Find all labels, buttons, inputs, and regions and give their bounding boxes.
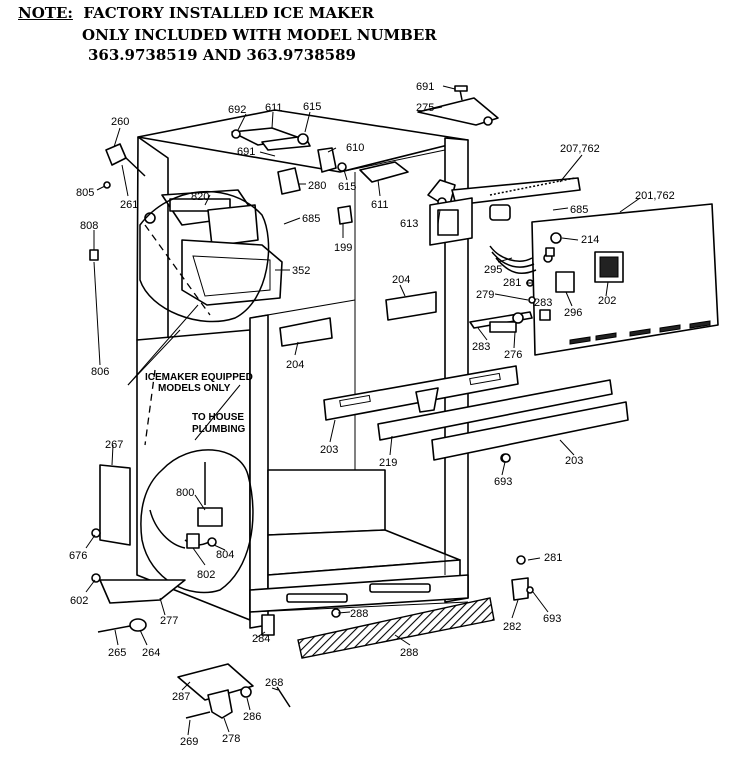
part-label-278: 278 bbox=[222, 733, 240, 745]
plumbing-note-line-2: PLUMBING bbox=[192, 424, 246, 435]
part-label-800: 800 bbox=[176, 487, 194, 499]
left-side-parts bbox=[89, 143, 186, 633]
rails bbox=[323, 365, 629, 463]
part-label-199: 199 bbox=[334, 242, 352, 254]
part-labels: 691 275 692 611 615 691 610 280 615 611 … bbox=[69, 81, 675, 748]
part-label-275: 275 bbox=[416, 102, 434, 114]
part-label-693: 693 bbox=[494, 476, 512, 488]
part-label-693: 693 bbox=[543, 613, 561, 625]
part-label-820: 820 bbox=[191, 191, 209, 203]
part-label-804: 804 bbox=[216, 549, 234, 561]
part-label-352: 352 bbox=[292, 265, 310, 277]
part-label-611: 611 bbox=[371, 199, 389, 211]
part-label-267: 267 bbox=[105, 439, 123, 451]
note-prefix: NOTE: bbox=[18, 4, 73, 22]
part-label-691: 691 bbox=[237, 146, 255, 158]
part-label-207-762: 207,762 bbox=[560, 143, 600, 155]
part-label-283: 283 bbox=[534, 297, 552, 309]
part-label-219: 219 bbox=[379, 457, 397, 469]
part-label-282: 282 bbox=[503, 621, 521, 633]
note-line-2: ONLY INCLUDED WITH MODEL NUMBER bbox=[82, 26, 437, 44]
part-label-204: 204 bbox=[392, 274, 410, 286]
part-label-276: 276 bbox=[504, 349, 522, 361]
part-label-602: 602 bbox=[70, 595, 88, 607]
cabinet-body bbox=[136, 109, 469, 629]
part-label-277: 277 bbox=[160, 615, 178, 627]
icemaker-note-line-2: MODELS ONLY bbox=[158, 383, 231, 394]
part-label-676: 676 bbox=[69, 550, 87, 562]
part-label-805: 805 bbox=[76, 187, 94, 199]
part-label-204: 204 bbox=[286, 359, 304, 371]
part-label-269: 269 bbox=[180, 736, 198, 748]
part-label-265: 265 bbox=[108, 647, 126, 659]
part-label-214: 214 bbox=[581, 234, 599, 246]
top-hardware bbox=[231, 85, 499, 221]
part-label-279: 279 bbox=[476, 289, 494, 301]
bottom-parts bbox=[177, 663, 291, 719]
part-label-685: 685 bbox=[570, 204, 588, 216]
part-label-692: 692 bbox=[228, 104, 246, 116]
part-label-203: 203 bbox=[320, 444, 338, 456]
part-label-202: 202 bbox=[598, 295, 616, 307]
part-label-203: 203 bbox=[565, 455, 583, 467]
part-label-610: 610 bbox=[346, 142, 364, 154]
part-label-615: 615 bbox=[338, 181, 356, 193]
icemaker-assembly bbox=[139, 189, 283, 323]
part-label-281: 281 bbox=[544, 552, 562, 564]
part-label-288: 288 bbox=[400, 647, 418, 659]
part-label-201-762: 201,762 bbox=[635, 190, 675, 202]
part-label-283: 283 bbox=[472, 341, 490, 353]
note-line-3: 363.9738519 AND 363.9738589 bbox=[88, 46, 356, 64]
part-label-287: 287 bbox=[172, 691, 190, 703]
part-label-288: 288 bbox=[350, 608, 368, 620]
part-label-808: 808 bbox=[80, 220, 98, 232]
part-label-802: 802 bbox=[197, 569, 215, 581]
part-label-268: 268 bbox=[265, 677, 283, 689]
part-label-281: 281 bbox=[503, 277, 521, 289]
control-assembly bbox=[429, 177, 719, 356]
part-label-615: 615 bbox=[303, 101, 321, 113]
part-label-286: 286 bbox=[243, 711, 261, 723]
part-label-264: 264 bbox=[142, 647, 160, 659]
front-grille bbox=[261, 453, 534, 659]
leader-lines bbox=[85, 85, 641, 736]
part-label-261: 261 bbox=[120, 199, 138, 211]
note-heading: NOTE: FACTORY INSTALLED ICE MAKER bbox=[18, 4, 374, 22]
note-line-1: FACTORY INSTALLED ICE MAKER bbox=[83, 4, 374, 22]
part-label-260: 260 bbox=[111, 116, 129, 128]
part-label-284: 284 bbox=[252, 633, 270, 645]
plumbing-detail bbox=[140, 369, 254, 594]
part-label-296: 296 bbox=[564, 307, 582, 319]
part-label-611: 611 bbox=[265, 102, 283, 114]
part-label-613: 613 bbox=[400, 218, 418, 230]
plumbing-note-line-1: TO HOUSE bbox=[192, 412, 244, 423]
part-label-295: 295 bbox=[484, 264, 502, 276]
part-label-691: 691 bbox=[416, 81, 434, 93]
part-label-280: 280 bbox=[308, 180, 326, 192]
part-label-685: 685 bbox=[302, 213, 320, 225]
part-label-806: 806 bbox=[91, 366, 109, 378]
brackets bbox=[279, 205, 437, 347]
icemaker-note-line-1: ICEMAKER EQUIPPED bbox=[145, 372, 253, 383]
